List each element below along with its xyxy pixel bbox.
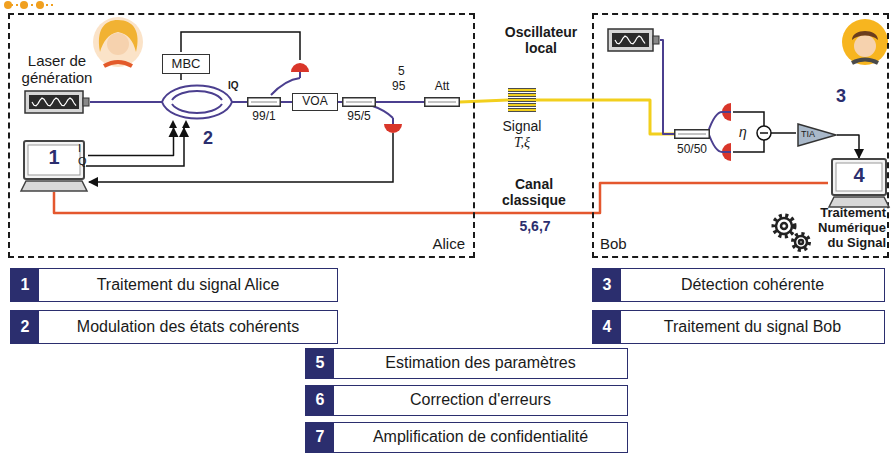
connector	[376, 101, 424, 103]
legend-text: Modulation des états cohérents	[39, 311, 337, 343]
feedback-wire	[89, 133, 393, 182]
component-label: Laser de génération	[10, 52, 104, 87]
connector	[88, 128, 174, 156]
comp-shape	[247, 97, 281, 107]
annotation-label: Canal classique	[500, 176, 568, 208]
laser-shape	[24, 90, 90, 114]
comp-shape	[424, 97, 460, 107]
tia-amplifier: TIA	[797, 123, 837, 147]
bias-controller-box: MBC	[162, 54, 210, 74]
component-label: TIA	[801, 129, 815, 139]
connector	[660, 40, 674, 134]
region-title: Bob	[600, 235, 627, 252]
connector	[244, 101, 247, 103]
callout-number: 4	[593, 311, 621, 343]
annotation-label: 5	[398, 65, 405, 79]
region-title: Alice	[432, 235, 465, 252]
connector	[90, 101, 150, 103]
legend-text: Détection cohérente	[621, 269, 884, 301]
connector	[54, 183, 828, 213]
component-label: T,ξ	[496, 135, 548, 151]
annotation-label: 2	[203, 128, 213, 149]
comp-shape	[674, 129, 710, 139]
legend-text: Traitement du signal Alice	[39, 269, 337, 301]
connector	[460, 100, 508, 102]
annotation-label: 3	[836, 86, 846, 107]
computer: 1	[20, 140, 88, 192]
callout-number: 6	[306, 386, 334, 415]
component-label: 95/5	[334, 110, 384, 124]
local-oscillator: Oscillateur local	[607, 28, 660, 52]
legend-text: Traitement du signal Bob	[621, 311, 884, 343]
legend-box: 2Modulation des états cohérents	[10, 310, 338, 344]
component-label: IQ	[228, 80, 239, 92]
coupler: 50/50	[674, 129, 710, 139]
legend-text: Amplification de confidentialité	[334, 423, 627, 452]
legend-box: 3Détection cohérente	[592, 268, 885, 302]
q-wire	[86, 128, 184, 166]
legend-box: 4Traitement du signal Bob	[592, 310, 885, 344]
connector	[281, 101, 292, 103]
legend-text: Estimation des paramètres	[334, 349, 627, 378]
alice-region: AliceLaser de génération1MBCIQ99/1VOA95/…	[8, 13, 475, 258]
alice-avatar	[93, 17, 143, 67]
callout-number: 1	[11, 269, 39, 301]
annotation-label: η	[739, 124, 747, 140]
legend-box: 1Traitement du signal Alice	[10, 268, 338, 302]
callout-number: 7	[306, 423, 334, 452]
component-label: 99/1	[239, 110, 289, 124]
computer: 4	[828, 158, 890, 208]
laser: Laser de génération	[24, 90, 90, 114]
component-label: 50/50	[667, 143, 717, 157]
balanced-detector	[708, 103, 796, 161]
component-label: VOA	[293, 94, 337, 109]
annotation-label: Q	[78, 155, 87, 168]
legend-box: 6Correction d'erreurs	[305, 385, 628, 416]
comp-shape	[342, 97, 376, 107]
connector	[338, 101, 342, 103]
iq-modulator: IQ	[150, 76, 244, 128]
fiber-channel: SignalT,ξ	[508, 86, 536, 114]
connector	[536, 100, 674, 134]
callout-number: 5	[306, 349, 334, 378]
annotation-label: 5,6,7	[512, 218, 558, 234]
laser-shape	[607, 28, 660, 52]
legend-text: Correction d'erreurs	[334, 386, 627, 415]
component-label: 1	[20, 146, 88, 169]
component-label: 4	[828, 164, 890, 187]
annotation-label: I	[78, 142, 81, 155]
legend-box: 5Estimation des paramètres	[305, 348, 628, 379]
legend-box: 7Amplification de confidentialité	[305, 422, 628, 453]
callout-number: 2	[11, 311, 39, 343]
attenuator-voa: VOA	[292, 93, 338, 111]
annotation-label: Traitement Numérique du Signal	[803, 206, 886, 251]
bob-avatar	[842, 19, 888, 65]
photodiode	[384, 118, 402, 133]
component-label: MBC	[163, 55, 209, 72]
attenuator: Att	[424, 97, 460, 107]
coupler: 95/5	[342, 97, 376, 107]
connector	[837, 135, 859, 158]
callout-number: 3	[593, 269, 621, 301]
spool-shape	[508, 86, 536, 114]
coupler: 99/1	[247, 97, 281, 107]
gears-icon	[774, 216, 810, 251]
component-label: Oscillateur local	[497, 24, 585, 56]
annotation-label: 95	[392, 80, 405, 94]
component-label: Signal	[496, 118, 548, 134]
photodiode	[291, 63, 309, 78]
corner-dots	[4, 1, 56, 9]
component-label: Att	[417, 80, 467, 94]
